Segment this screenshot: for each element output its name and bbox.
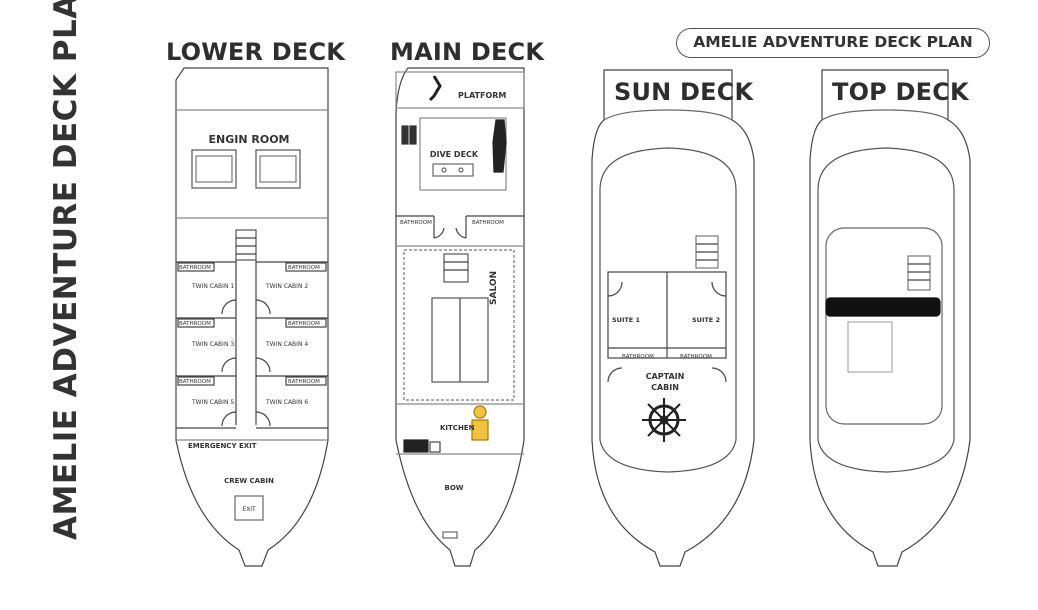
crew-exit-box xyxy=(234,495,264,521)
plan-title-badge: AMELIE ADVENTURE DECK PLAN xyxy=(676,28,990,58)
cabin-label: TWIN CABIN 5 xyxy=(191,399,234,406)
bathroom-label: BATHROOM xyxy=(179,321,211,327)
emergency-exit-label: EMERGENCY EXIT xyxy=(188,442,257,450)
main-deck-plan xyxy=(395,67,525,567)
bathroom-label: BATHROOM xyxy=(288,379,320,385)
lower-deck-labels: ENGIN ROOM BATHROOM BATHROOM BATHROOM BA… xyxy=(179,133,320,513)
bathroom-label: BATHROOM xyxy=(288,321,320,327)
sun-deck-plan xyxy=(591,69,755,567)
cabin-label: TWIN CABIN 2 xyxy=(265,283,308,290)
exit-label: EXIT xyxy=(242,506,256,513)
suite-2-label: SUITE 2 xyxy=(692,316,720,324)
platform-label: PLATFORM xyxy=(458,91,506,100)
engine-room-label: ENGIN ROOM xyxy=(209,133,290,146)
engine-left xyxy=(191,149,237,189)
top-stair xyxy=(907,255,931,291)
cabin-label: TWIN CABIN 4 xyxy=(265,341,308,348)
main-stair xyxy=(443,253,469,283)
suite-1-label: SUITE 1 xyxy=(612,316,641,324)
top-deck-platform xyxy=(825,227,943,425)
cabin-label: TWIN CABIN 6 xyxy=(265,399,308,406)
sun-deck-inner xyxy=(599,147,737,473)
captain-cabin-label: CABIN xyxy=(651,383,679,392)
main-deck-labels: PLATFORM DIVE DECK BATHROOM BATHROOM SAL… xyxy=(400,91,506,492)
bathroom-label: BATHROOM xyxy=(680,354,712,360)
lower-deck-hull xyxy=(175,67,329,567)
bathroom-label: BATHROOM xyxy=(622,354,654,360)
sun-deck-title: SUN DECK xyxy=(614,78,754,106)
lower-deck-title: LOWER DECK xyxy=(166,38,346,66)
bathroom-label: BATHROOM xyxy=(472,220,504,226)
captain-cabin-label: CAPTAIN xyxy=(646,372,685,381)
bathroom-label: BATHROOM xyxy=(179,265,211,271)
chef-icon xyxy=(473,405,487,419)
engine-right xyxy=(255,149,301,189)
dive-deck-label: DIVE DECK xyxy=(430,150,479,159)
main-deck-title: MAIN DECK xyxy=(390,38,545,66)
lower-deck-plan xyxy=(175,67,329,567)
platform-area xyxy=(395,71,525,109)
top-deck-inner xyxy=(817,147,955,473)
bathroom-label: BATHROOM xyxy=(179,379,211,385)
top-deck-hull xyxy=(809,69,971,567)
bathroom-label: BATHROOM xyxy=(288,265,320,271)
cabin-label: TWIN CABIN 1 xyxy=(191,283,234,290)
dive-deck-area xyxy=(419,117,507,191)
top-deck-plan xyxy=(809,69,971,567)
top-deck-title: TOP DECK xyxy=(832,78,969,106)
bathroom-label: BATHROOM xyxy=(400,220,432,226)
main-deck-hull xyxy=(395,67,525,567)
lower-stair xyxy=(235,229,257,261)
kitchen-label: KITCHEN xyxy=(440,424,475,432)
top-deck-bar xyxy=(825,297,941,317)
sun-deck-labels: SUITE 1 SUITE 2 BATHROOM BATHROOM CAPTAI… xyxy=(612,316,720,392)
cabin-label: TWIN CABIN 3 xyxy=(191,341,234,348)
sun-deck-hull xyxy=(591,69,755,567)
bow-label: BOW xyxy=(444,484,463,492)
salon-area xyxy=(403,249,515,401)
crew-cabin-label: CREW CABIN xyxy=(224,477,274,485)
salon-label: SALON xyxy=(489,271,499,305)
